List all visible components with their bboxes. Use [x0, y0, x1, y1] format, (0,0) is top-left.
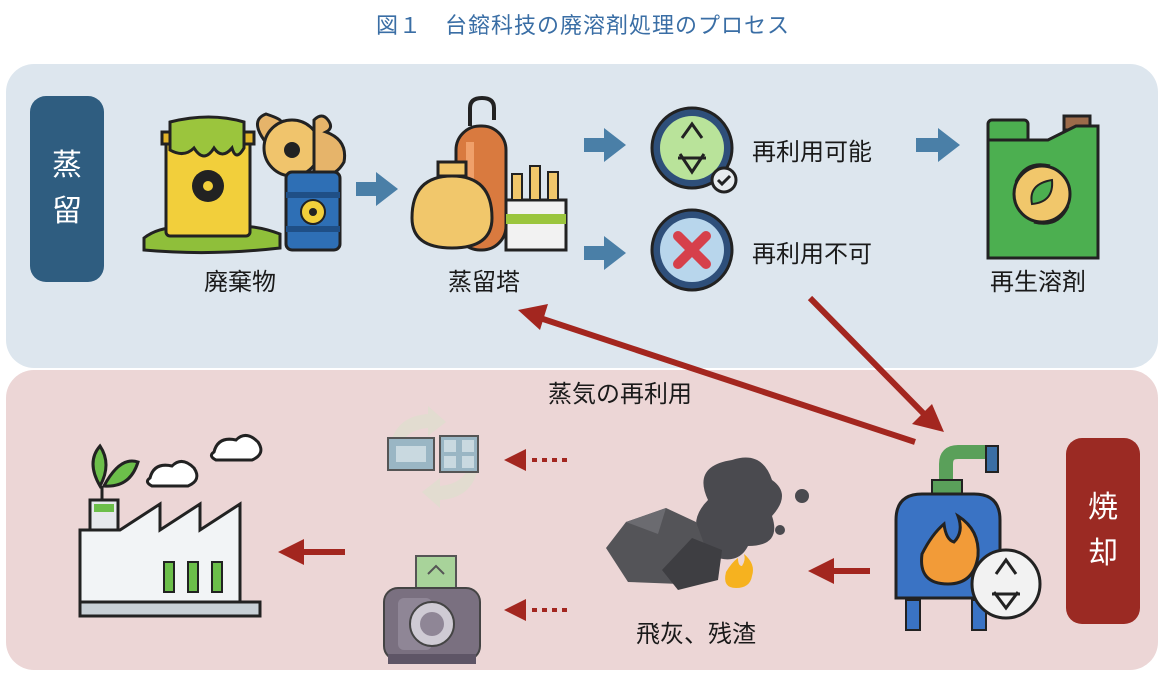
- incinerator-icon: [894, 445, 1042, 631]
- arrow-waste-to-tower: [356, 172, 398, 206]
- arrowhead-ash: [808, 558, 834, 584]
- reusable-label: 再利用可能: [752, 138, 872, 166]
- arrow-reusable-to-solvent: [916, 128, 960, 162]
- tower-label: 蒸留塔: [448, 268, 520, 296]
- arrowhead-factory: [278, 539, 304, 565]
- recycle-check-icon: [650, 106, 738, 194]
- distillation-badge: 蒸 留: [30, 96, 104, 282]
- incineration-badge: 焼 却: [1066, 438, 1140, 624]
- non-reusable-label: 再利用不可: [752, 240, 872, 268]
- arrow-nonreusable-to-incinerator: [807, 295, 927, 417]
- toxic-waste-barrels-icon: [142, 112, 347, 255]
- recycled-machinery-icon: [383, 555, 481, 664]
- arrowhead-steam: [518, 304, 548, 330]
- reject-cross-icon: [650, 208, 734, 292]
- incineration-badge-char-1: 焼: [1088, 490, 1118, 525]
- arrowhead-incinerator: [912, 404, 944, 432]
- dotted-arrow-upper: [504, 449, 567, 471]
- steam-reuse-label: 蒸気の再利用: [548, 380, 692, 408]
- green-jerrycan-icon: [986, 114, 1100, 260]
- arrow-steam-reuse: [539, 315, 916, 445]
- page-title: 図１ 台鎔科技の廃溶剤処理のプロセス: [375, 14, 790, 39]
- blue-arrows: [356, 128, 960, 270]
- incineration-badge-char-2: 却: [1088, 536, 1118, 571]
- distillation-badge-char-1: 蒸: [52, 148, 82, 183]
- fly-ash-label: 飛灰、残渣: [636, 620, 756, 648]
- arrow-tower-to-reusable: [584, 128, 626, 162]
- eco-factory-icon: [78, 434, 263, 618]
- waste-label: 廃棄物: [204, 268, 276, 296]
- distillation-badge-char-2: 留: [52, 194, 82, 229]
- red-dotted-arrows: [504, 449, 567, 621]
- red-arrows: [278, 295, 944, 584]
- ash-smoke-icon: [606, 457, 809, 590]
- recycled-materials-icon: [387, 406, 479, 508]
- dotted-arrow-lower: [504, 599, 567, 621]
- regen-solvent-label: 再生溶剤: [990, 268, 1086, 296]
- distillation-tower-icon: [410, 95, 568, 252]
- arrow-tower-to-nonreusable: [584, 236, 626, 270]
